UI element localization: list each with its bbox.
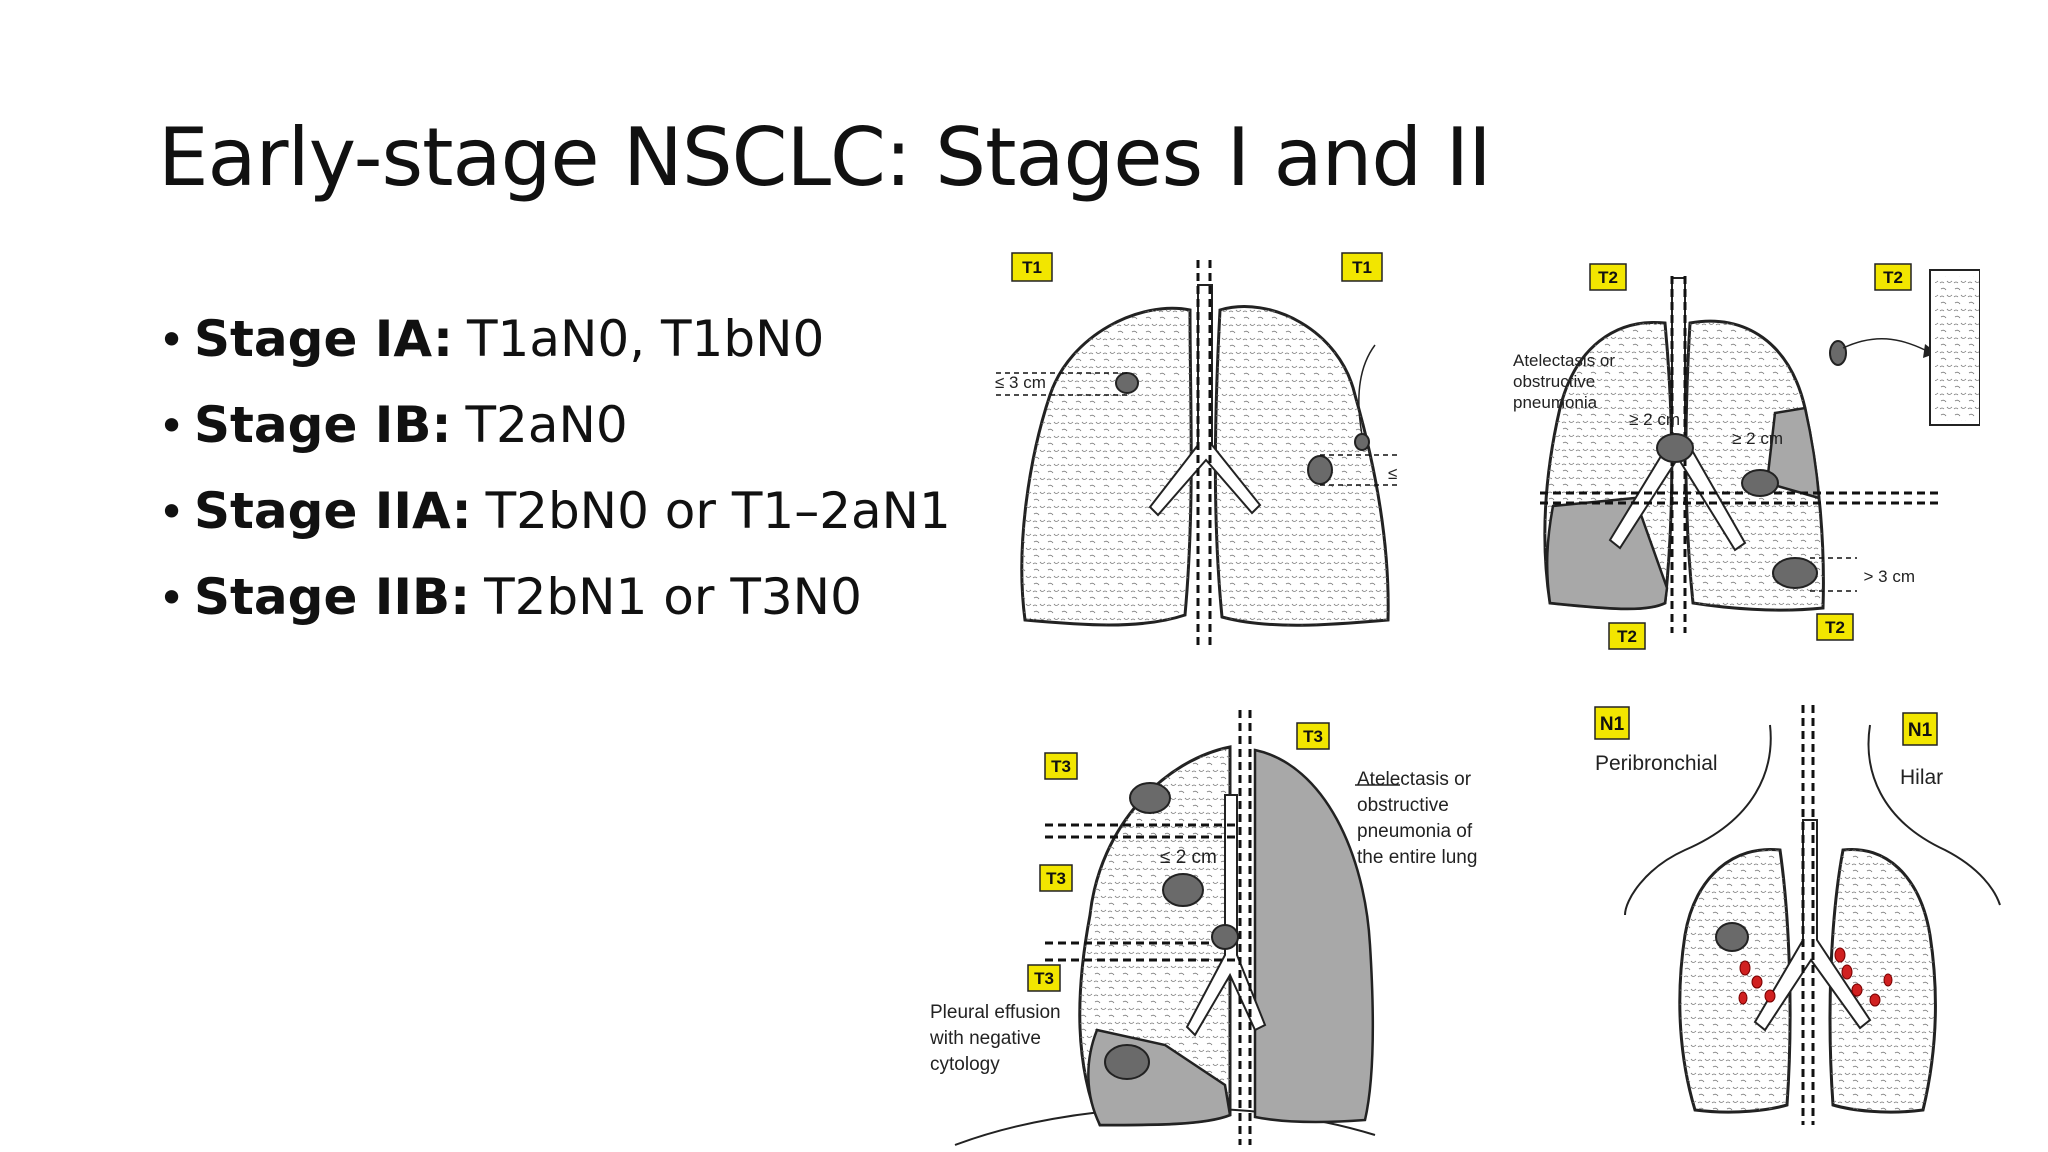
svg-text:N1: N1 (1600, 714, 1625, 735)
bullet-dot: • (158, 399, 186, 453)
atelectasis-label: obstructive (1513, 372, 1595, 391)
trachea (1185, 794, 1267, 1037)
bullet-item: • Stage IB: T2aN0 (158, 396, 958, 482)
t3-diagram: Atelectasis or obstructive pneumonia of … (929, 710, 1477, 1146)
bullet-dot: • (158, 485, 186, 539)
t2-diagram: Atelectasis or obstructive pneumonia ≥ 2… (1513, 263, 1980, 650)
tumor (1715, 922, 1749, 952)
tumor (1129, 782, 1171, 814)
svg-text:T3: T3 (1034, 969, 1054, 988)
tumor (1354, 433, 1370, 451)
tag-t2: T2 (1589, 263, 1627, 291)
svg-text:T1: T1 (1022, 258, 1042, 277)
lymph-node (1764, 989, 1776, 1003)
svg-text:T3: T3 (1046, 869, 1066, 888)
slide-title: Early-stage NSCLC: Stages I and II (158, 111, 1492, 204)
bullet-label: Stage IA: (194, 310, 453, 368)
tag-t3: T3 (1296, 722, 1330, 750)
peribronchial-label: Peribronchial (1595, 752, 1718, 775)
tumor (1772, 557, 1818, 589)
bullet-text: T2bN1 or T3N0 (484, 568, 862, 626)
svg-text:T2: T2 (1825, 618, 1845, 637)
tag-t3: T3 (1044, 752, 1078, 780)
atelectasis-label: Atelectasis or (1513, 351, 1615, 370)
svg-text:T2: T2 (1883, 268, 1903, 287)
size-label: ≤ (1388, 464, 1397, 483)
tumor (1741, 469, 1779, 497)
tag-t3: T3 (1039, 864, 1073, 892)
tumor (1829, 340, 1847, 366)
lymph-node (1851, 983, 1863, 997)
tag-n1: N1 (1594, 706, 1630, 740)
bullet-item: • Stage IIA: T2bN0 or T1–2aN1 (158, 482, 958, 568)
svg-text:T3: T3 (1051, 757, 1071, 776)
bullet-dot: • (158, 571, 186, 625)
bullet-dot: • (158, 313, 186, 367)
tag-t1: T1 (1341, 252, 1383, 282)
bullet-item: • Stage IIB: T2bN1 or T3N0 (158, 568, 958, 654)
distance-label: ≥ 2 cm (1732, 429, 1783, 448)
size-label: ≤ 3 cm (995, 373, 1046, 392)
tumor (1307, 455, 1333, 485)
lymph-node (1841, 964, 1853, 980)
atelectasis-label: Atelectasis or (1357, 769, 1472, 790)
tag-t1: T1 (1011, 252, 1053, 282)
lymph-node (1869, 993, 1881, 1007)
lymph-node (1739, 960, 1751, 976)
svg-text:T2: T2 (1598, 268, 1618, 287)
tumor (1104, 1044, 1150, 1080)
effusion-label: Pleural effusion (930, 1002, 1061, 1023)
tag-n1: N1 (1902, 712, 1938, 746)
atelectasis-label: obstructive (1357, 795, 1449, 816)
bullet-list: • Stage IA: T1aN0, T1bN0 • Stage IB: T2a… (158, 310, 958, 654)
bullet-label: Stage IB: (194, 396, 452, 454)
tag-t2: T2 (1816, 613, 1854, 641)
atelectasis-area (1765, 406, 1821, 500)
lymph-node (1834, 947, 1846, 963)
distance-label: ≤ 2 cm (1160, 847, 1217, 868)
bullet-text: T2bN0 or T1–2aN1 (485, 482, 951, 540)
atelectasis-area (1253, 748, 1374, 1124)
tumor (1115, 372, 1139, 394)
svg-text:T2: T2 (1617, 627, 1637, 646)
svg-text:T3: T3 (1303, 727, 1323, 746)
lymph-node (1751, 975, 1763, 989)
tag-t2: T2 (1874, 263, 1912, 291)
tumor (1162, 873, 1204, 907)
distance-label: ≥ 2 cm (1629, 410, 1680, 429)
atelectasis-area (1545, 496, 1669, 610)
bullet-label: Stage IIB: (194, 568, 471, 626)
effusion-label: with negative (929, 1028, 1041, 1049)
hilar-label: Hilar (1900, 766, 1943, 789)
atelectasis-label: pneumonia (1513, 393, 1598, 412)
lymph-node (1738, 991, 1748, 1005)
size-label: > 3 cm (1864, 567, 1916, 586)
tumor (1211, 924, 1239, 950)
atelectasis-label: pneumonia of (1357, 821, 1473, 842)
effusion-label: cytology (930, 1054, 1000, 1075)
bullet-text: T1aN0, T1bN0 (466, 310, 825, 368)
lymph-node (1883, 973, 1893, 987)
svg-text:N1: N1 (1908, 720, 1933, 741)
trachea (1148, 284, 1262, 517)
trachea (1753, 819, 1872, 1032)
bullet-label: Stage IIA: (194, 482, 472, 540)
tag-t2: T2 (1608, 622, 1646, 650)
bullet-text: T2aN0 (465, 396, 628, 454)
tag-t3: T3 (1027, 964, 1061, 992)
svg-text:T1: T1 (1352, 258, 1372, 277)
bullet-item: • Stage IA: T1aN0, T1bN0 (158, 310, 958, 396)
n1-diagram: Peribronchial Hilar N1 N1 (1594, 705, 2001, 1125)
t1-diagram: ≤ 3 cm ≤ T1 T1 (995, 252, 1400, 650)
tumor (1656, 433, 1694, 463)
atelectasis-label: the entire lung (1357, 847, 1477, 868)
